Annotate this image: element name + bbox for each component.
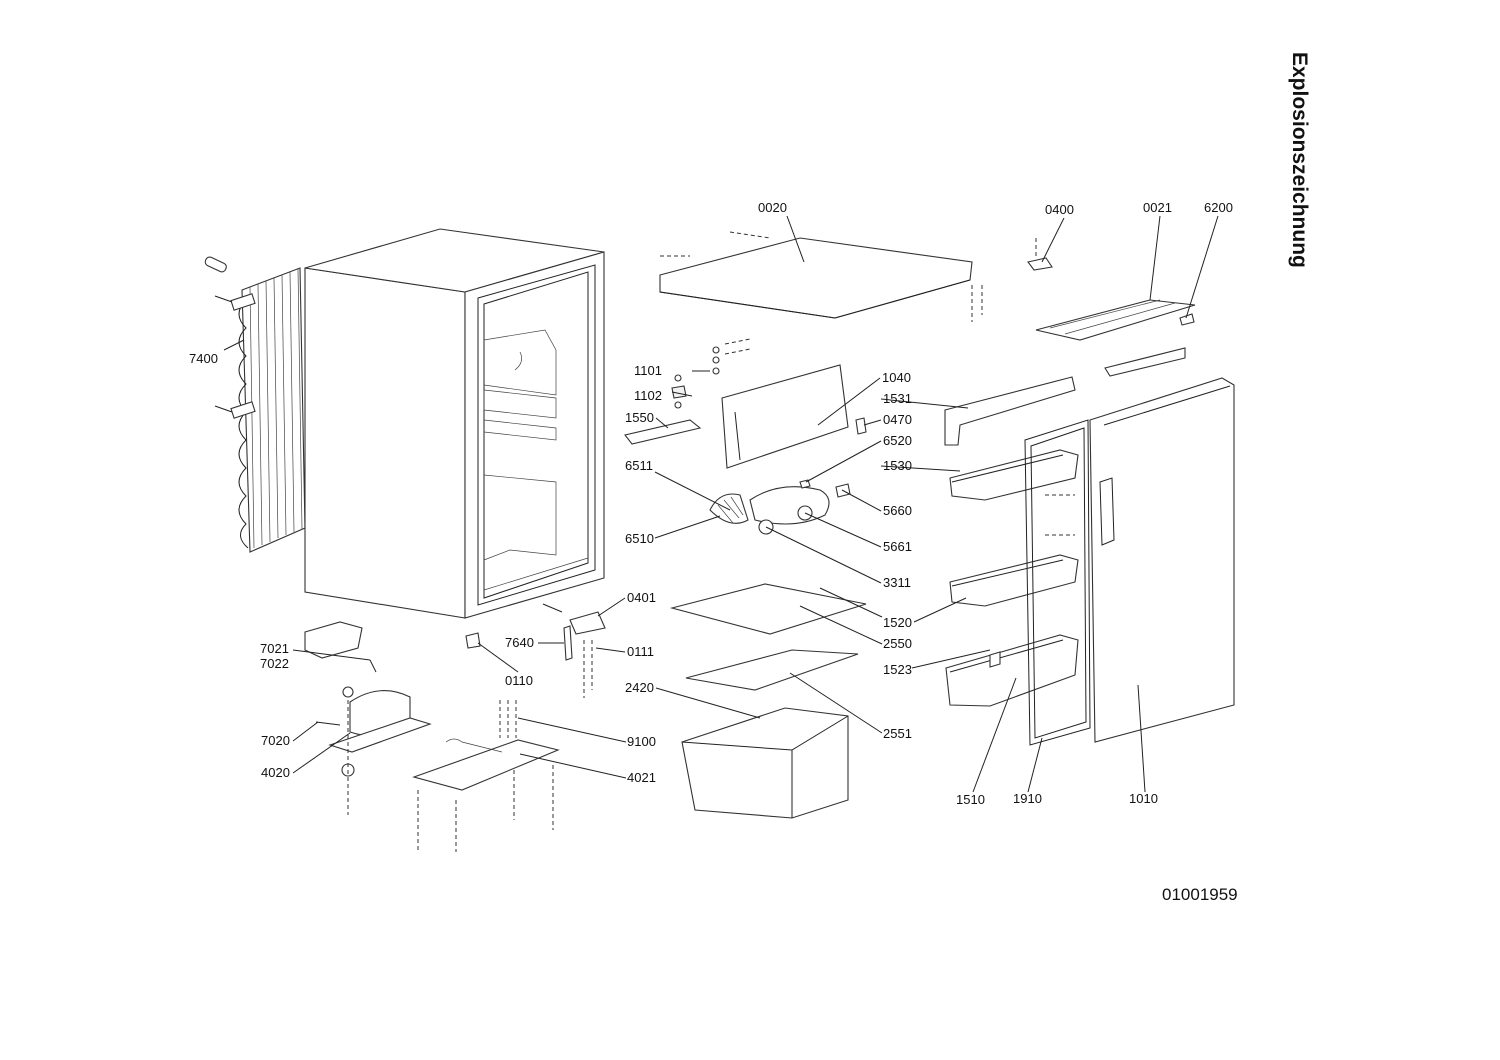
callout-0110: 0110 <box>505 673 533 688</box>
compressor <box>315 686 432 815</box>
callout-0021: 0021 <box>1143 200 1172 215</box>
callout-1530: 1530 <box>883 458 912 473</box>
door-shelf-bottom <box>945 634 1079 707</box>
callout-1550: 1550 <box>625 410 654 425</box>
callout-4021: 4021 <box>627 770 656 785</box>
callout-1510: 1510 <box>956 792 985 807</box>
callout-7022: 7022 <box>260 656 289 671</box>
callout-9100: 9100 <box>627 734 656 749</box>
callout-7021: 7021 <box>260 641 289 656</box>
thermostat-assembly <box>709 479 851 535</box>
callout-1010: 1010 <box>1129 791 1158 806</box>
condenser-coil <box>204 256 306 553</box>
callout-2550: 2550 <box>883 636 912 651</box>
callout-5660: 5660 <box>883 503 912 518</box>
glass-shelf-lower <box>685 649 859 691</box>
callout-1531: 1531 <box>883 391 912 406</box>
callout-7640: 7640 <box>505 635 534 650</box>
callout-0111: 0111 <box>627 644 654 659</box>
water-tray <box>304 621 363 659</box>
freezer-flap <box>624 338 867 469</box>
callout-7020: 7020 <box>261 733 290 748</box>
callout-1520: 1520 <box>883 615 912 630</box>
callout-6520: 6520 <box>883 433 912 448</box>
callout-1101: 1101 <box>634 363 662 378</box>
callout-7400: 7400 <box>189 351 218 366</box>
callout-0470: 0470 <box>883 412 912 427</box>
callout-1523: 1523 <box>883 662 912 677</box>
callout-labels: 0020 0400 0021 6200 7400 1101 1102 1550 … <box>189 200 1233 807</box>
leader-lines <box>223 215 1219 793</box>
callout-2420: 2420 <box>625 680 654 695</box>
callout-6200: 6200 <box>1204 200 1233 215</box>
callout-6511: 6511 <box>625 458 653 473</box>
compressor-base-plate <box>412 738 560 852</box>
hinge-parts <box>465 603 606 738</box>
door-gasket <box>1024 419 1091 746</box>
callout-2551: 2551 <box>883 726 912 741</box>
top-cover <box>659 231 983 322</box>
door-shelf-middle <box>949 554 1079 607</box>
callout-0400: 0400 <box>1045 202 1074 217</box>
crisper-drawer <box>681 707 849 819</box>
callout-1910: 1910 <box>1013 791 1042 806</box>
callout-4020: 4020 <box>261 765 290 780</box>
callout-0020: 0020 <box>758 200 787 215</box>
door-handle-bar <box>944 376 1076 446</box>
door-shelf-top <box>949 449 1079 501</box>
glass-shelf-upper <box>669 583 867 635</box>
fridge-door <box>1089 377 1235 743</box>
callout-1040: 1040 <box>882 370 911 385</box>
callout-1102: 1102 <box>634 388 662 403</box>
fridge-cabinet <box>304 228 605 619</box>
callout-6510: 6510 <box>625 531 654 546</box>
freezer-tray-assembly <box>1027 238 1196 377</box>
drawing-title: Explosionszeichnung <box>1288 52 1311 268</box>
callout-0401: 0401 <box>627 590 656 605</box>
callout-3311: 3311 <box>883 575 911 590</box>
callout-5661: 5661 <box>883 539 912 554</box>
drawing-number: 01001959 <box>1162 885 1238 904</box>
